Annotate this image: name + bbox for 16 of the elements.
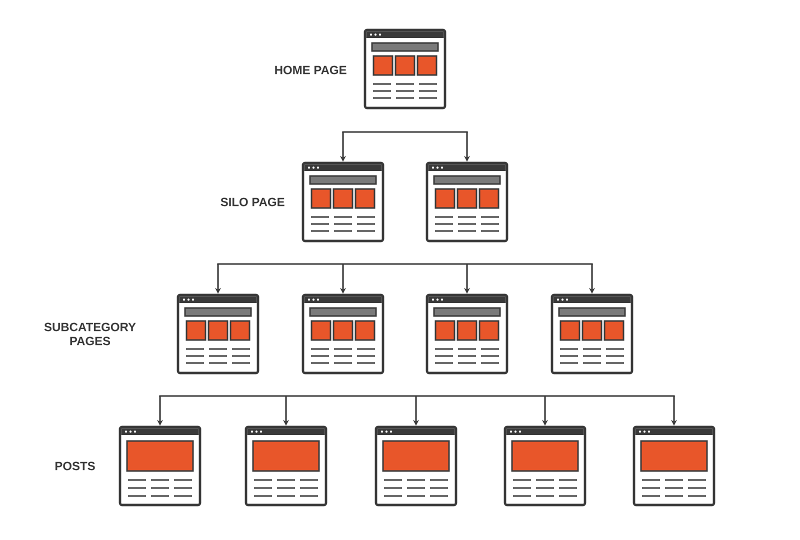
webpage-icon: [302, 294, 384, 374]
webpage-icon: [118, 426, 202, 506]
webpage-icon: [244, 426, 328, 506]
webpage-icon: [176, 294, 260, 374]
webpage-icon: [504, 426, 586, 506]
webpage-icon: [550, 294, 634, 374]
webpage-icon: [374, 426, 458, 506]
webpage-icon: [364, 28, 446, 110]
webpage-icon: [426, 162, 508, 242]
webpage-icon: [426, 294, 508, 374]
level-label: SUBCATEGORY PAGES: [44, 322, 136, 346]
level-label: SILO PAGE: [220, 198, 284, 206]
webpage-icon: [302, 162, 384, 242]
webpage-icon: [632, 426, 716, 506]
level-label: HOME PAGE: [275, 66, 346, 74]
level-label: POSTS: [55, 462, 95, 470]
